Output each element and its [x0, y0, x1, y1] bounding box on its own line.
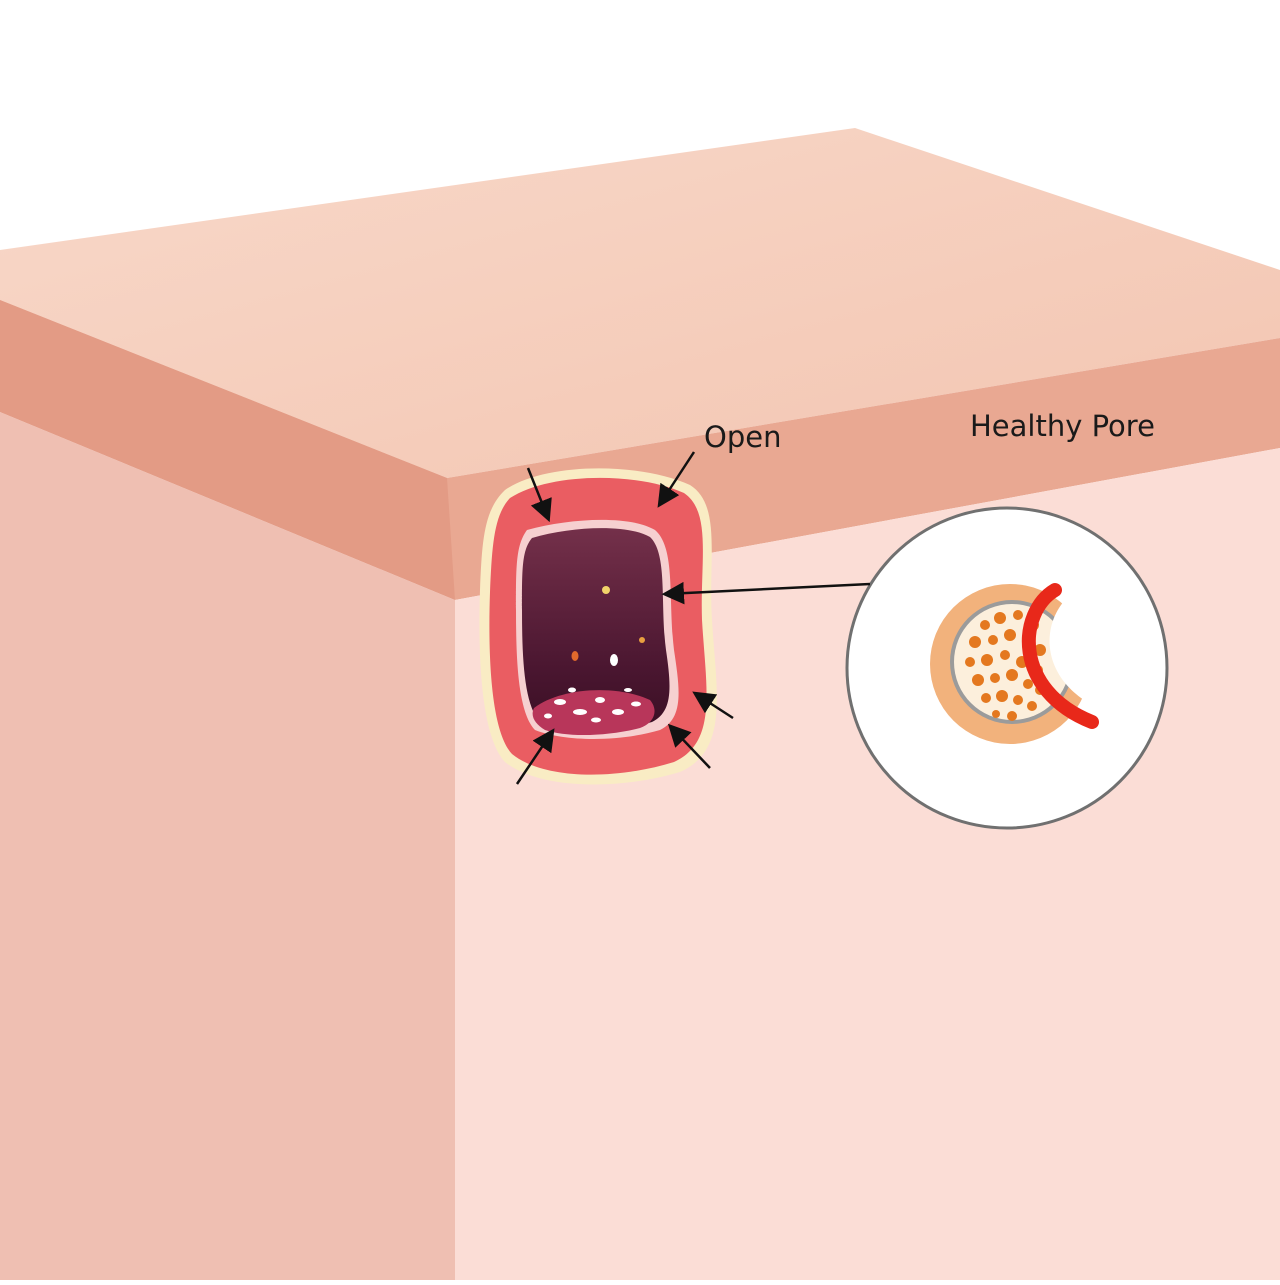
- skin-top-surface: [0, 128, 1280, 478]
- inflamed-arc: [1022, 583, 1099, 729]
- arrow-bottom-left: [515, 728, 555, 785]
- skin-band-shade: [0, 300, 455, 600]
- arrow-magnifier-to-pore: [661, 581, 871, 605]
- pore-cavity: [522, 528, 670, 731]
- arrow-open: [657, 451, 696, 508]
- arrows: [515, 451, 871, 785]
- sebum-dot: [602, 586, 610, 594]
- open-label: Open: [704, 420, 782, 454]
- skin-left-face: [0, 412, 455, 1280]
- healthy-pore-magnifier: [845, 506, 1169, 830]
- magnifier-mask: [1049, 597, 1113, 708]
- pore-debris: [544, 654, 641, 723]
- arrow-top-left: [526, 467, 552, 523]
- arrow-right-lower: [692, 691, 734, 720]
- sebum-dot: [639, 637, 645, 643]
- arrow-bottom-right: [667, 723, 711, 769]
- open-pore: [479, 468, 717, 785]
- blood-drop: [571, 651, 579, 661]
- healthy-pore-label: Healthy Pore: [970, 409, 1155, 443]
